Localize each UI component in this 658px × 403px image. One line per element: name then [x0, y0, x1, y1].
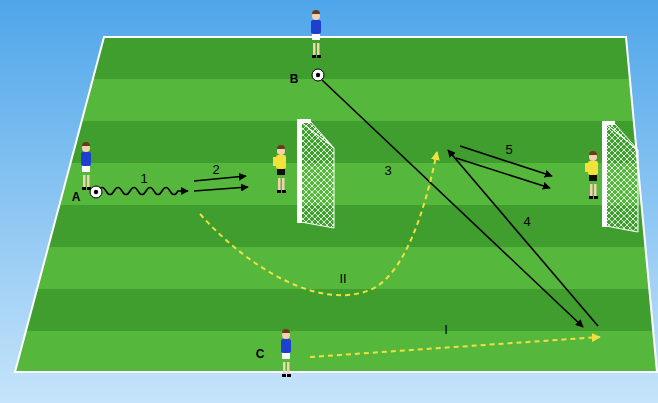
- callout-number: I: [444, 323, 448, 336]
- goalkeeper: [585, 151, 598, 199]
- goalkeeper: [273, 145, 286, 193]
- ball: [90, 186, 102, 198]
- ball: [312, 69, 324, 81]
- pass-arrow: [322, 80, 583, 327]
- callout-number: 5: [505, 143, 512, 156]
- player: [281, 329, 291, 377]
- goal: [297, 119, 334, 228]
- player-letter: B: [290, 73, 299, 85]
- callout-number: 1: [140, 172, 147, 185]
- run-path: [310, 337, 600, 357]
- player: [311, 10, 321, 58]
- player-letter: A: [72, 191, 81, 203]
- callout-number: 3: [384, 164, 391, 177]
- player-letter: C: [256, 348, 265, 360]
- pass-arrow: [448, 150, 598, 326]
- player: [81, 142, 91, 190]
- callout-number: II: [339, 272, 346, 285]
- dribble-arrow: [98, 188, 188, 195]
- run-path: [200, 152, 437, 295]
- shot-arrow: [194, 187, 248, 191]
- pitch: [0, 37, 658, 373]
- shot-arrow: [194, 176, 246, 181]
- goal: [602, 121, 638, 232]
- shot-arrow: [456, 158, 550, 188]
- callout-number: 4: [523, 215, 530, 228]
- touchline: [15, 37, 657, 372]
- callout-number: 2: [212, 163, 219, 176]
